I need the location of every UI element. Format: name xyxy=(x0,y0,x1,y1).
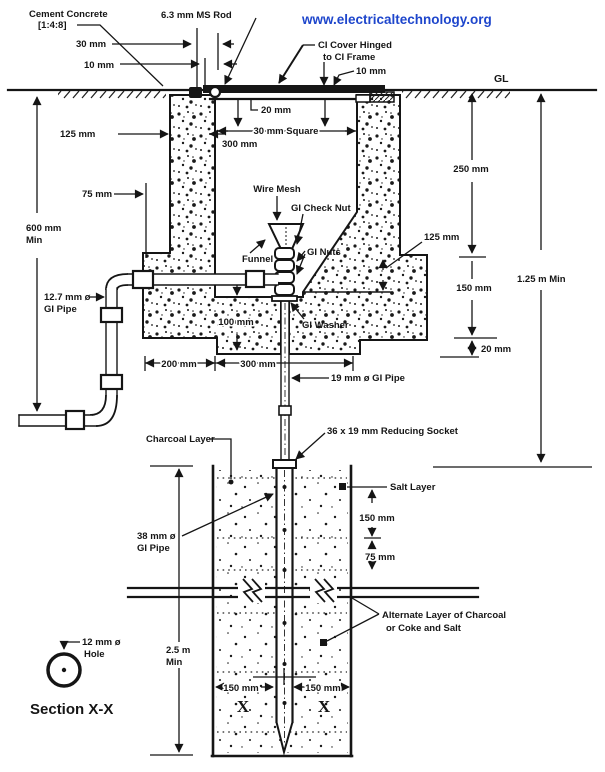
hinge-bracket xyxy=(189,87,202,98)
label-dim-125mm-wall: 125 mm xyxy=(60,129,95,140)
label-ms-rod: 6.3 mm MS Rod xyxy=(161,10,232,21)
label-dim-150mm-bottom-right: 150 mm xyxy=(305,683,340,694)
label-dim-300mm-depth: 300 mm xyxy=(222,139,257,150)
gi-nuts-stack xyxy=(274,247,295,296)
label-charcoal-layer: Charcoal Layer xyxy=(146,434,215,445)
section-mark-x-left: X xyxy=(237,697,250,716)
funnel-assembly xyxy=(267,223,305,302)
label-dim-150mm-bottom-left: 150 mm xyxy=(223,683,258,694)
pipe-19-coupling xyxy=(278,405,292,416)
label-dim-600mm-1: 600 mm xyxy=(26,223,61,234)
label-dim-2-5m-2: Min xyxy=(166,657,183,668)
soil-hatch-left xyxy=(58,91,166,99)
pipe-couplings xyxy=(64,269,266,431)
label-dim-150mm-right: 150 mm xyxy=(456,283,491,294)
label-funnel: Funnel xyxy=(242,254,273,265)
label-dim-300mm-width: 300 mm xyxy=(240,359,275,370)
cover-hinge-ring xyxy=(208,85,222,99)
label-dim-250mm: 250 mm xyxy=(453,164,488,175)
gi-washer-shape xyxy=(271,295,298,302)
label-hole-2: Hole xyxy=(84,649,105,660)
label-cement-concrete: Cement Concrete xyxy=(29,9,108,20)
label-ci-cover-1: CI Cover Hinged xyxy=(318,40,392,51)
label-dim-30mm-square: 30 mm Square xyxy=(254,126,319,137)
pipe-38-body xyxy=(277,467,292,722)
website-link[interactable]: www.electricaltechnology.org xyxy=(301,12,492,27)
label-dim-30mm-rod: 30 mm xyxy=(76,39,106,50)
label-pipe-12-7-1: 12.7 mm ø xyxy=(44,292,91,303)
label-dim-1-25m: 1.25 m Min xyxy=(517,274,566,285)
label-pipe-38-1: 38 mm ø xyxy=(137,531,176,542)
labels: www.electricaltechnology.org Cement Conc… xyxy=(25,9,566,718)
pipe-12-7mm xyxy=(18,269,279,431)
label-wire-mesh: Wire Mesh xyxy=(253,184,301,195)
break-band xyxy=(126,578,480,603)
label-dim-125mm-haunch: 125 mm xyxy=(424,232,459,243)
soil-hatch-right xyxy=(402,91,510,99)
pipe-19mm xyxy=(272,299,297,469)
label-pipe-38-2: GI Pipe xyxy=(137,543,170,554)
label-ci-cover-2: to CI Frame xyxy=(323,52,375,63)
section-mark-x-right: X xyxy=(318,697,331,716)
label-dim-75mm-step: 75 mm xyxy=(82,189,112,200)
ci-cover xyxy=(189,85,395,103)
concrete-left-mass xyxy=(142,94,282,355)
label-dim-200mm: 200 mm xyxy=(161,359,196,370)
label-dim-150mm-salt: 150 mm xyxy=(359,513,394,524)
label-gi-washer: GI Washer xyxy=(302,320,349,331)
break-zigzag-left xyxy=(242,578,254,603)
label-gl: GL xyxy=(494,73,509,85)
section-hole-dot xyxy=(61,667,67,673)
section-title: Section X-X xyxy=(30,701,113,718)
dimension-lines xyxy=(32,17,592,756)
pipe-hole-dots xyxy=(282,485,287,705)
reducing-socket xyxy=(272,459,297,469)
label-dim-2-5m-1: 2.5 m xyxy=(166,645,190,656)
label-dim-20mm-right: 20 mm xyxy=(481,344,511,355)
label-dim-10mm-rod: 10 mm xyxy=(84,60,114,71)
label-hole-1: 12 mm ø xyxy=(82,637,121,648)
label-cement-ratio: [1:4:8] xyxy=(38,20,67,31)
label-alternate-layer-1: Alternate Layer of Charcoal xyxy=(382,610,506,621)
label-dim-600mm-2: Min xyxy=(26,235,43,246)
label-dim-10mm-cover: 10 mm xyxy=(356,66,386,77)
break-zigzag-right xyxy=(314,578,326,603)
frame-block xyxy=(369,91,395,103)
label-reducing-socket: 36 x 19 mm Reducing Socket xyxy=(327,426,459,437)
label-dim-75mm-salt: 75 mm xyxy=(365,552,395,563)
label-gi-nuts: GI Nuts xyxy=(307,247,341,258)
label-dim-100mm: 100 mm xyxy=(218,317,253,328)
label-dim-20mm-cover: 20 mm xyxy=(261,105,291,116)
label-salt-layer: Salt Layer xyxy=(390,482,436,493)
label-gi-check-nut: GI Check Nut xyxy=(291,203,351,214)
concrete-structure xyxy=(142,94,428,355)
label-pipe-19mm: 19 mm ø GI Pipe xyxy=(331,373,405,384)
pipe-38mm xyxy=(275,465,294,756)
label-alternate-layer-2: or Coke and Salt xyxy=(386,623,462,634)
section-xx-detail xyxy=(46,640,82,688)
cover-slab xyxy=(203,85,385,93)
label-pipe-12-7-2: GI Pipe xyxy=(44,304,77,315)
